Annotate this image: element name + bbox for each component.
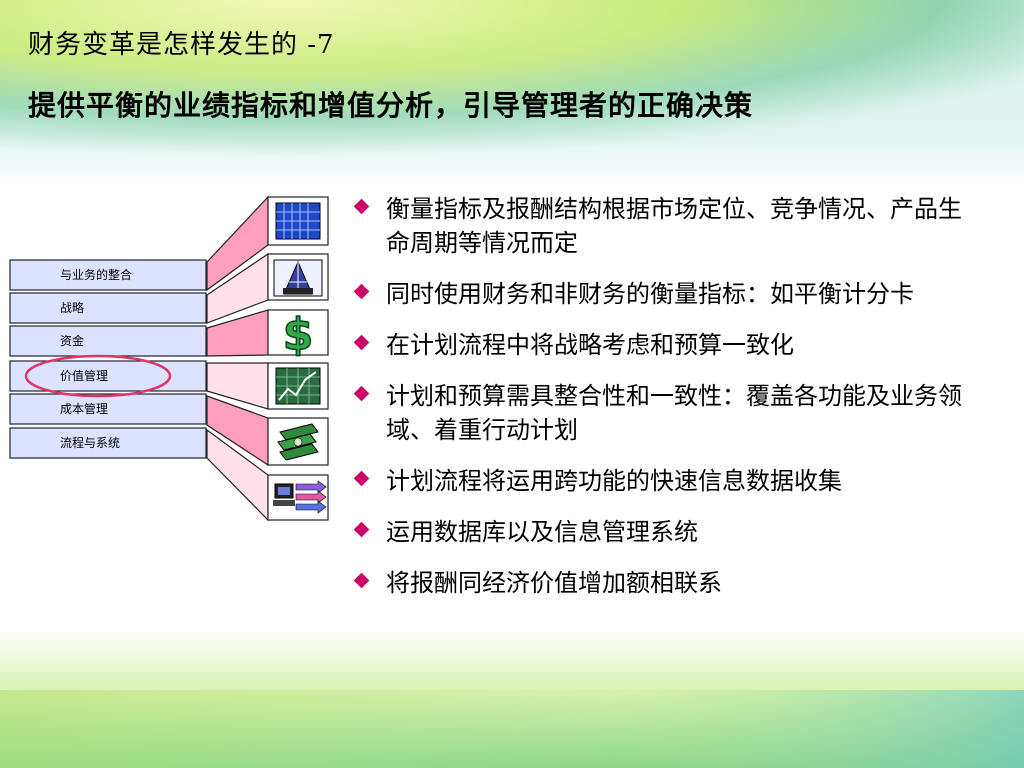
category-box-2	[9, 292, 207, 324]
diamond-bullet-icon	[353, 283, 370, 300]
diamond-bullet-icon	[353, 334, 370, 351]
category-box-5	[9, 393, 207, 425]
oil-rig-icon	[273, 259, 323, 297]
diamond-bullet-icon	[353, 572, 370, 589]
category-label-process-systems: 流程与系统	[60, 436, 121, 450]
bullet-list: 衡量指标及报酬结构根据市场定位、竞争情况、产品生命周期等情况而定 同时使用财务和…	[353, 192, 966, 617]
category-box-3	[9, 325, 207, 357]
dollar-sign-icon: $	[282, 308, 314, 361]
highlight-ellipse	[24, 354, 172, 398]
category-label-value-management: 价值管理	[60, 369, 109, 383]
fan-bands	[206, 195, 269, 522]
line-chart-icon	[275, 367, 321, 405]
slide-subtitle: 提供平衡的业绩指标和增值分析，引导管理者的正确决策	[28, 89, 754, 122]
svg-text:$: $	[283, 309, 314, 360]
category-label-integration: 与业务的整合	[60, 268, 133, 282]
bullet-item: 同时使用财务和非财务的衡量指标：如平衡计分卡	[353, 277, 966, 311]
category-box-1	[9, 259, 207, 291]
bullet-item: 运用数据库以及信息管理系统	[353, 515, 966, 549]
money-stack-icon	[277, 423, 319, 461]
diamond-bullet-icon	[353, 521, 370, 538]
diamond-bullet-icon	[353, 385, 370, 402]
computer-arrows-icon	[273, 480, 327, 514]
category-boxes	[9, 259, 207, 459]
bullet-item: 计划流程将运用跨功能的快速信息数据收集	[353, 464, 966, 498]
grid-chart-icon	[275, 202, 321, 240]
category-box-4	[9, 360, 207, 392]
diamond-bullet-icon	[353, 470, 370, 487]
diamond-bullet-icon	[353, 198, 370, 215]
slide-title: 财务变革是怎样发生的 -7	[28, 30, 335, 60]
category-fan-diagram: $	[9, 195, 329, 522]
category-label-funds: 资金	[60, 334, 85, 348]
bullet-item: 衡量指标及报酬结构根据市场定位、竞争情况、产品生命周期等情况而定	[353, 192, 966, 260]
category-box-6	[9, 427, 207, 459]
bullet-item: 将报酬同经济价值增加额相联系	[353, 566, 966, 600]
category-label-cost-management: 成本管理	[60, 402, 109, 416]
bullet-item: 计划和预算需具整合性和一致性：覆盖各功能及业务领域、着重行动计划	[353, 379, 966, 447]
bullet-item: 在计划流程中将战略考虑和预算一致化	[353, 328, 966, 362]
category-label-strategy: 战略	[60, 301, 85, 315]
